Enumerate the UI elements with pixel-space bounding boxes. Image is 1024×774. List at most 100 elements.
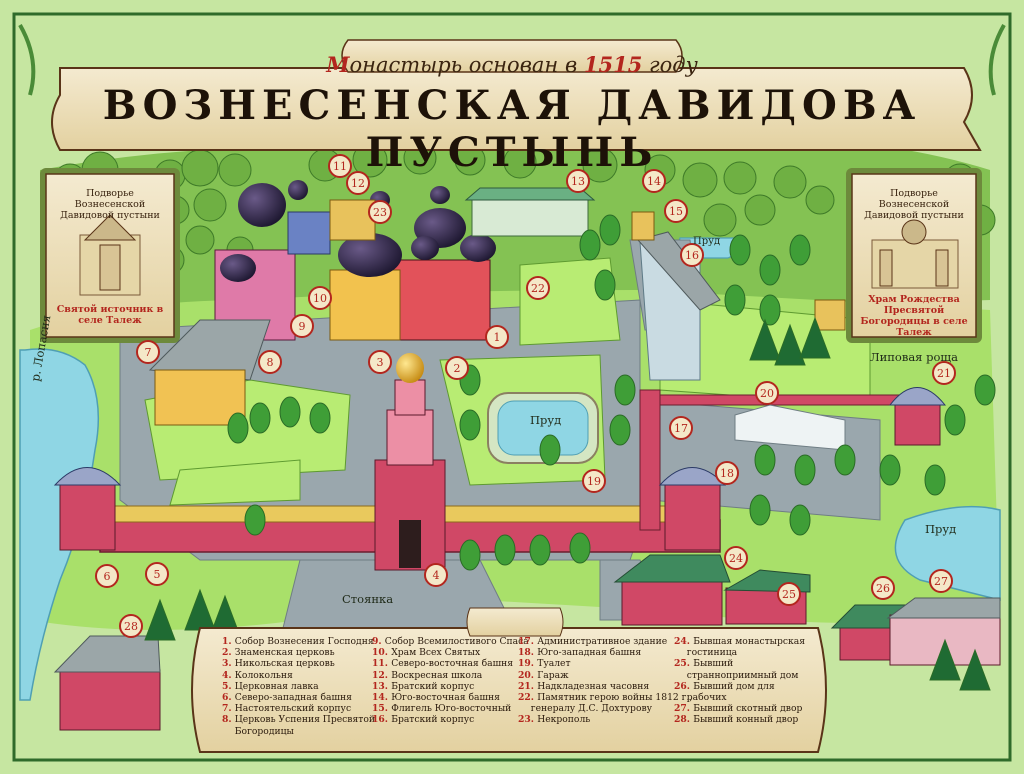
legend-item-text: Собор Всемилостивого Спаса (384, 636, 529, 647)
legend-item: 16. Братский корпус (372, 714, 529, 725)
marker-circle-21 (932, 361, 956, 385)
legend-item-text: Никольская церковь (234, 658, 335, 670)
legend-item: 12. Воскресная школа (372, 670, 529, 681)
marker-label-6: 6 (104, 570, 111, 583)
legend-item-text: Храм Всех Святых (391, 647, 481, 659)
legend-item-text: Церковь Успения Пресвятой (234, 714, 375, 726)
marker-label-22: 22 (531, 282, 545, 295)
left-panel-top-text: Подворье Вознесенской Давидовой пустыни (60, 188, 160, 221)
marker-label-27: 27 (934, 575, 948, 588)
pond-right (894, 505, 1001, 601)
legend-item-number: 28. (674, 714, 694, 726)
title-scroll (18, 24, 1006, 151)
marker-label-8: 8 (267, 356, 274, 369)
legend-item-number: 16. (372, 714, 392, 726)
legend-item-text: Юго-восточная башня (391, 692, 500, 704)
legend-item-text: Северо-восточная башня (391, 658, 514, 670)
legend-item-text: Бывший дом для (693, 680, 775, 692)
legend-item-number: 2. (222, 647, 235, 659)
legend-item: 8. Церковь Успения Пресвятой (222, 714, 375, 725)
legend-item: 26. Бывший дом для (674, 681, 805, 692)
pond-right-label: Пруд (925, 522, 957, 536)
legend-item: 14. Юго-восточная башня (372, 692, 529, 703)
marker-circle-10 (308, 286, 332, 310)
marker-label-1: 1 (494, 331, 501, 344)
marker-label-10: 10 (313, 292, 327, 305)
parking-label: Стоянка (342, 592, 394, 606)
legend-item-text: Настоятельский корпус (234, 703, 352, 715)
legend-item: странноприимный дом (674, 670, 805, 681)
legend-item-number: 15. (372, 703, 392, 715)
marker-circle-20 (755, 381, 779, 405)
legend-item-number: 24. (674, 636, 694, 647)
marker-circle-6 (95, 564, 119, 588)
marker-label-2: 2 (454, 362, 461, 375)
legend-item: 9. Собор Всемилостивого Спаса (372, 636, 529, 647)
legend-item-text: странноприимный дом (686, 669, 799, 681)
legend-item-text: Собор Вознесения Господня (234, 636, 374, 647)
legend-item: 10. Храм Всех Святых (372, 647, 529, 658)
legend-item-text: Колокольня (234, 669, 293, 681)
legend-item-number: 20. (518, 669, 538, 681)
marker-label-25: 25 (782, 588, 796, 601)
marker-label-13: 13 (571, 175, 585, 188)
legend-item: 25. Бывший (674, 658, 805, 669)
legend-item-number: 22. (518, 692, 538, 704)
marker-label-15: 15 (669, 205, 683, 218)
legend-item: генералу Д.С. Дохтурову (518, 703, 692, 714)
marker-circle-14 (642, 169, 666, 193)
marker-label-7: 7 (145, 346, 152, 359)
legend-item-text: Воскресная школа (391, 669, 483, 681)
marker-circle-8 (258, 350, 282, 374)
marker-circle-26 (871, 576, 895, 600)
legend-item-text: Туалет (537, 658, 571, 670)
legend-item: 28. Бывший конный двор (674, 714, 805, 725)
legend-item: 18. Юго-западная башня (518, 647, 692, 658)
right-panel-caption-top: Подворье Вознесенской Давидовой пустыни (856, 188, 972, 221)
marker-circle-1 (485, 325, 509, 349)
legend-item: рабочих (674, 692, 805, 703)
legend-item-number: 8. (222, 714, 235, 726)
legend-item: 24. Бывшая монастырская (674, 636, 805, 647)
marker-circle-18 (715, 461, 739, 485)
marker-label-18: 18 (720, 467, 734, 480)
marker-circle-9 (290, 314, 314, 338)
marker-label-11: 11 (333, 160, 347, 173)
left-inset-panel (40, 168, 180, 343)
legend-item: 3. Никольская церковь (222, 658, 375, 669)
legend-item-text: генералу Д.С. Дохтурову (530, 703, 653, 715)
legend-item-text: Бывшая монастырская (693, 636, 806, 647)
legend-item-number: 4. (222, 669, 235, 681)
legend-item-number: 14. (372, 692, 392, 704)
right-panel-caption-bottom: Храм Рождества Пресвятой Богородицы в се… (856, 294, 972, 338)
subtitle: Монастырь основан в 1515 году (0, 52, 1024, 77)
legend-item-number: 11. (372, 658, 392, 670)
legend-item-number: 21. (518, 680, 538, 692)
marker-label-26: 26 (876, 582, 890, 595)
pond-center (487, 392, 599, 464)
right-panel-top-text: Подворье Вознесенской Давидовой пустыни (864, 188, 964, 221)
legend-item-text: Церковная лавка (234, 680, 319, 692)
legend-item-text: Некрополь (537, 714, 591, 726)
legend-item-text: Северо-западная башня (234, 692, 352, 704)
marker-circle-11 (328, 154, 352, 178)
map-title: ВОЗНЕСЕНСКАЯ ДАВИДОВА ПУСТЫНЬ (102, 82, 922, 176)
marker-circle-3 (368, 350, 392, 374)
legend-item-number: 27. (674, 703, 694, 715)
marker-label-16: 16 (685, 249, 699, 262)
buildings (53, 180, 1001, 731)
legend-item: 27. Бывший скотный двор (674, 703, 805, 714)
left-panel-caption-top: Подворье Вознесенской Давидовой пустыни (52, 188, 168, 221)
marker-label-5: 5 (154, 568, 161, 581)
marker-circle-5 (145, 562, 169, 586)
marker-label-12: 12 (351, 177, 365, 190)
legend-item: 11. Северо-восточная башня (372, 658, 529, 669)
marker-circle-17 (669, 416, 693, 440)
marker-label-20: 20 (760, 387, 774, 400)
frame-border (12, 12, 1012, 762)
legend-item: 20. Гараж (518, 670, 692, 681)
legend-item: гостиница (674, 647, 805, 658)
legend-item-number: 19. (518, 658, 538, 670)
